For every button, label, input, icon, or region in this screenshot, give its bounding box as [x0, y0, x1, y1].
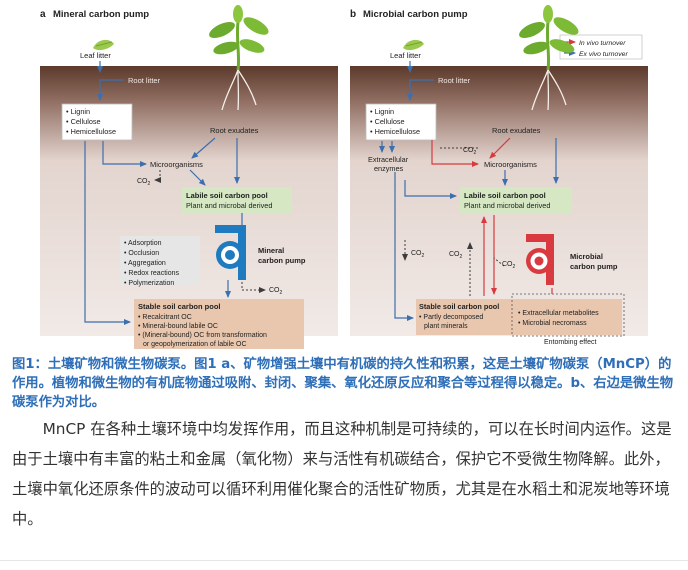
compound-item: • Lignin — [66, 107, 90, 116]
figure-caption: 图1：土壤矿物和微生物碳泵。图1 a、矿物增强土壤中有机碳的持久性和积累，这是土… — [12, 357, 674, 410]
panel-a: a Mineral carbon pump Leaf litter Root l… — [40, 5, 338, 349]
microbial-pump-label: carbon pump — [570, 262, 618, 271]
panel-b-title: Microbial carbon pump — [363, 9, 468, 20]
figure: a Mineral carbon pump Leaf litter Root l… — [40, 5, 648, 349]
root-litter-label: Root litter — [438, 76, 471, 85]
arrow-micro-labile — [189, 169, 206, 186]
stable-item: • Partly decomposed — [419, 314, 483, 321]
stable-pool-title: Stable soil carbon pool — [138, 302, 221, 311]
arrow-exudates-micro — [489, 137, 511, 159]
leaf-litter-label: Leaf litter — [80, 51, 111, 60]
arrow-exudates-micro — [191, 137, 216, 159]
entombing-frame — [511, 293, 625, 337]
stable-pool-title: Stable soil carbon pool — [419, 302, 499, 311]
necromass-item: • Extracellular metabolites — [518, 310, 599, 317]
plant-icon — [209, 5, 269, 111]
co2-label: CO2 — [463, 147, 477, 156]
root-exudates-label: Root exudates — [210, 126, 259, 135]
necromass-box — [514, 299, 622, 335]
labile-pool-title: Labile soil carbon pool — [464, 191, 546, 200]
compounds-box — [365, 103, 437, 141]
stable-pool-box — [416, 299, 514, 335]
compounds-box — [61, 103, 133, 141]
panel-b-label: b — [350, 9, 356, 20]
arrow-enzymes-labile — [404, 180, 457, 199]
root-exudates-label: Root exudates — [492, 126, 541, 135]
arrow-pump-co2 — [241, 282, 266, 293]
microbial-pump-label: Microbial — [570, 252, 603, 261]
arrow-compounds-micro — [431, 140, 479, 167]
legend-ex-vivo: Ex vivo turnover — [579, 51, 628, 58]
process-item: • Redox reactions — [124, 270, 179, 277]
root-litter-label: Root litter — [128, 76, 161, 85]
mineral-pump-label: Mineral — [258, 246, 284, 255]
legend-in-vivo: In vivo turnover — [579, 40, 626, 47]
stable-item: • Mineral-bound labile OC — [138, 323, 218, 330]
arrow-compounds-micro — [102, 141, 147, 167]
labile-pool-subtitle: Plant and microbal derived — [464, 201, 550, 210]
co2-label: CO2 — [269, 287, 283, 296]
leaf-litter-icon — [403, 39, 424, 51]
extracellular-enzymes-label: Extracellular — [368, 155, 409, 164]
co2-label: CO2 — [411, 250, 425, 259]
panel-b: b Microbial carbon pump In vivo turnover… — [350, 5, 648, 346]
co2-label: CO2 — [449, 251, 463, 260]
compound-item: • Cellulose — [66, 117, 101, 126]
compound-item: • Hemicellulose — [66, 127, 116, 136]
co2-label: CO2 — [502, 261, 516, 270]
stable-pool-box — [134, 299, 304, 349]
panel-a-title: Mineral carbon pump — [53, 9, 149, 20]
leaf-litter-icon — [93, 39, 114, 51]
plant-icon — [519, 5, 579, 111]
stable-item: • (Mineral-bound) OC from transformation — [138, 332, 267, 339]
panel-a-label: a — [40, 9, 46, 20]
labile-pool-box — [182, 187, 292, 213]
labile-pool-subtitle: Plant and microbal derived — [186, 201, 272, 210]
body-paragraph: MnCP 在各种土壤环境中均发挥作用，而且这种机制是可持续的，可以在长时间内运作… — [12, 420, 672, 528]
labile-pool-title: Labile soil carbon pool — [186, 191, 268, 200]
processes-box — [120, 236, 200, 286]
arrow-co2-a — [154, 170, 161, 183]
process-item: • Polymerization — [124, 280, 174, 287]
divider — [0, 560, 688, 561]
labile-pool-box — [460, 187, 572, 213]
microorganisms-label: Microorganisms — [150, 160, 203, 169]
extracellular-enzymes-label: enzymes — [374, 164, 404, 173]
mineral-pump-icon — [215, 225, 246, 280]
compound-item: • Hemicellulose — [370, 127, 420, 136]
entombing-label: Entombing effect — [544, 339, 596, 346]
stable-item: plant minerals — [424, 323, 468, 330]
microbial-pump-icon — [526, 234, 554, 285]
process-item: • Aggregation — [124, 260, 166, 267]
microorganisms-label: Microorganisms — [484, 160, 537, 169]
leaf-litter-label: Leaf litter — [390, 51, 421, 60]
stable-item: • Recalcitrant OC — [138, 314, 192, 321]
process-item: • Adsorption — [124, 240, 162, 247]
necromass-item: • Microbial necromass — [518, 320, 587, 327]
process-item: • Occlusion — [124, 250, 159, 257]
stable-item: or geopolymerization of labile OC — [143, 341, 247, 348]
co2-label: CO2 — [137, 178, 151, 187]
mineral-pump-label: carbon pump — [258, 256, 306, 265]
compound-item: • Cellulose — [370, 117, 405, 126]
arrow-root-litter — [97, 79, 124, 101]
arrow-root-litter — [407, 79, 434, 101]
arrow-compounds-stable — [84, 141, 131, 325]
arrow-enzymes-stable — [394, 172, 414, 321]
compound-item: • Lignin — [370, 107, 394, 116]
